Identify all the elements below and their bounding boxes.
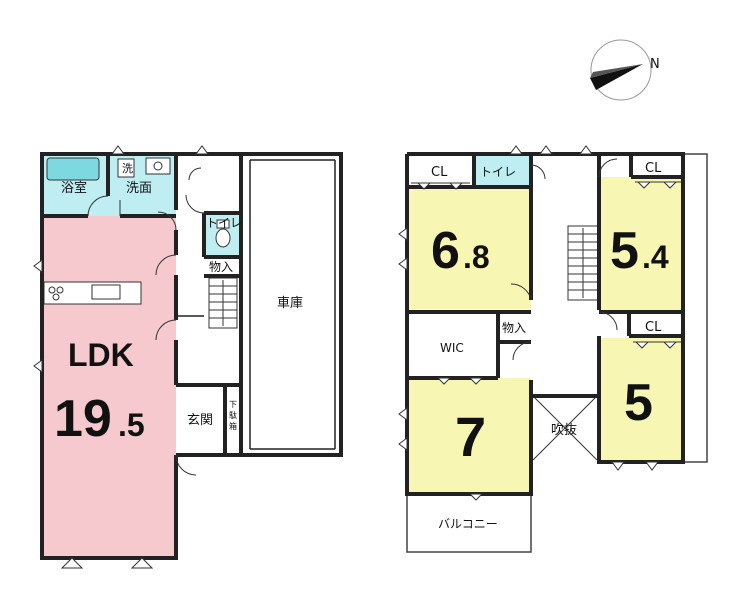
label-room-6-8-dec: .8 <box>463 239 490 275</box>
label-room-5: 5 <box>624 374 653 432</box>
label-ldk-size-dec: .5 <box>118 407 145 443</box>
label-entrance: 玄関 <box>187 413 213 428</box>
ldk-fill-lower <box>42 455 176 558</box>
label-wic: WIC <box>440 341 464 355</box>
bathtub <box>46 157 100 181</box>
label-void: 吹抜 <box>551 422 577 438</box>
label-garage: 車庫 <box>277 296 303 311</box>
side-balcony <box>682 153 708 463</box>
label-room-6-8-main: 6 <box>431 222 460 280</box>
label-room-5-4-main: 5 <box>610 222 639 280</box>
label-wash-mark: 洗 <box>122 162 133 175</box>
wash-sink <box>145 157 171 175</box>
label-closet-3: CL <box>645 320 662 335</box>
void-area <box>532 395 598 461</box>
label-ldk: LDK <box>68 337 134 373</box>
label-room-7: 7 <box>455 405 486 468</box>
washing-machine-box <box>117 158 135 178</box>
stairs-floor1 <box>208 277 238 329</box>
label-room-5-4-dec: .4 <box>642 239 669 275</box>
compass-north-label: N <box>650 57 660 72</box>
balcony <box>406 493 532 553</box>
label-toilet1: トイレ <box>206 216 242 230</box>
label-ldk-size-main: 19 <box>54 390 112 448</box>
toilet2-fill <box>474 154 530 188</box>
room-7-fill <box>407 378 531 494</box>
stairs-floor2 <box>567 225 599 301</box>
room-6-8-fill <box>407 187 531 309</box>
toilet1-fixture <box>215 228 231 248</box>
label-balcony: バルコニー <box>438 517 498 531</box>
floor1: 浴室 洗 洗面 トイレ 物入 車庫 LDK 19 .5 玄関 下 駄 箱 <box>33 145 343 569</box>
label-toilet2: トイレ <box>480 165 516 179</box>
room-5-fill <box>599 338 681 462</box>
label-shoebox-3: 箱 <box>229 421 237 431</box>
label-closet-2: CL <box>645 161 662 176</box>
room-5-4-fill <box>599 177 681 310</box>
label-shoebox-1: 下 <box>229 400 237 409</box>
label-storage2: 物入 <box>502 321 526 335</box>
floor2: CL トイレ 6 .8 CL 5 .4 WIC 物入 CL 7 5 吹抜 バルコ… <box>398 145 708 553</box>
label-closet-1: CL <box>431 165 448 180</box>
label-storage1: 物入 <box>209 260 233 274</box>
compass-icon: N <box>590 39 660 101</box>
label-shoebox-2: 駄 <box>229 410 237 420</box>
label-washroom: 洗面 <box>126 181 152 196</box>
label-bath: 浴室 <box>61 180 87 196</box>
